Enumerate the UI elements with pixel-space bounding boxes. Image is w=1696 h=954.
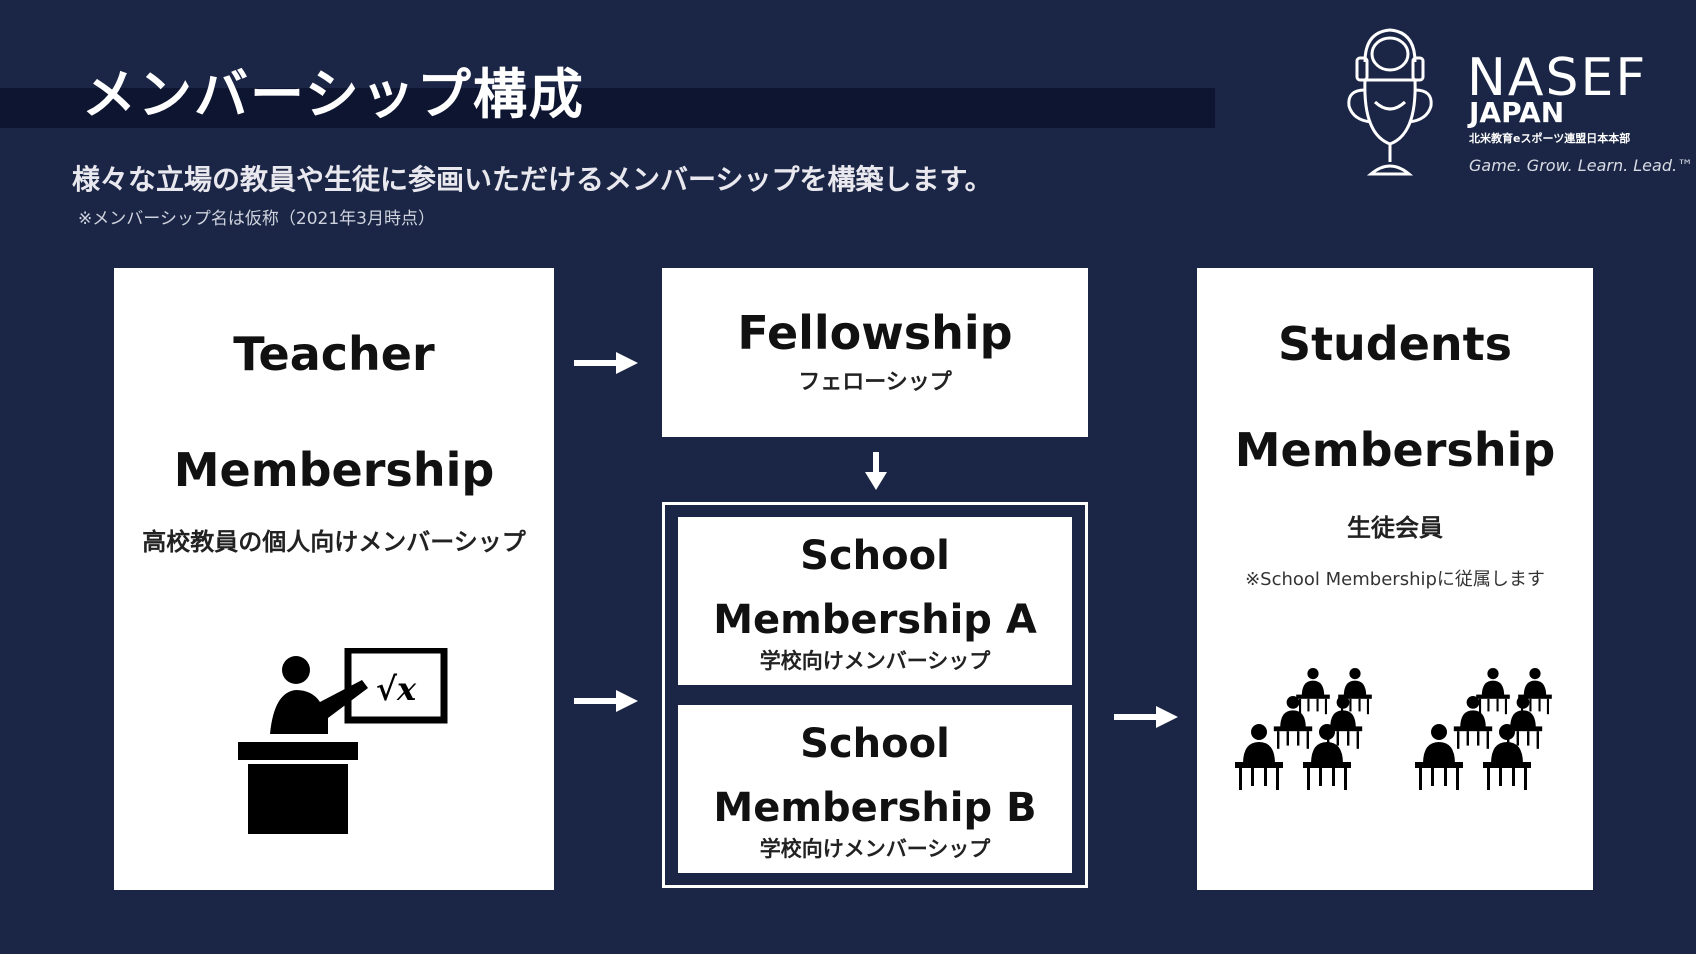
arrow-teacher-to-school bbox=[574, 690, 638, 712]
nasef-logo: NASEF JAPAN 北米教育eスポーツ連盟日本本部 Game. Grow. … bbox=[1335, 24, 1693, 184]
fellowship-desc: フェローシップ bbox=[798, 370, 952, 395]
logo-name: NASEF bbox=[1467, 48, 1648, 108]
fellowship-name: Fellowship bbox=[737, 306, 1013, 360]
classroom-students-icon bbox=[1235, 668, 1552, 790]
school-membership-a-desc: 学校向けメンバーシップ bbox=[759, 649, 991, 673]
page-title: メンバーシップ構成 bbox=[82, 63, 585, 126]
school-membership-b-box: School Membership B 学校向けメンバーシップ bbox=[678, 705, 1072, 873]
arrow-teacher-to-fellowship bbox=[574, 352, 638, 374]
trophy-headset-icon bbox=[1347, 28, 1433, 176]
students-membership-box: Students Membership 生徒会員 ※School Members… bbox=[1197, 268, 1593, 890]
school-membership-a-box: School Membership A 学校向けメンバーシップ bbox=[678, 517, 1072, 685]
students-membership-name-line2: Membership bbox=[1234, 423, 1556, 477]
title-band bbox=[0, 88, 1215, 128]
arrow-fellowship-to-school bbox=[865, 452, 887, 490]
school-membership-b-name-line2: Membership B bbox=[713, 785, 1037, 831]
logo-tagline: Game. Grow. Learn. Lead.™ bbox=[1469, 156, 1694, 175]
logo-country: JAPAN bbox=[1469, 96, 1565, 129]
logo-org-name: 北米教育eスポーツ連盟日本本部 bbox=[1469, 132, 1631, 145]
students-membership-desc: 生徒会員 bbox=[1347, 514, 1443, 542]
students-membership-name-line1: Students bbox=[1277, 317, 1513, 371]
school-membership-group: School Membership A 学校向けメンバーシップ School M… bbox=[662, 502, 1088, 888]
page-subtitle: 様々な立場の教員や生徒に参画いただけるメンバーシップを構築します。 bbox=[72, 163, 993, 196]
membership-name-note: ※メンバーシップ名は仮称（2021年3月時点） bbox=[78, 209, 435, 229]
school-membership-b-name-line1: School bbox=[800, 721, 950, 767]
teacher-membership-desc: 高校教員の個人向けメンバーシップ bbox=[142, 528, 526, 556]
teacher-membership-name-line1: Teacher bbox=[233, 327, 435, 381]
school-membership-a-name-line2: Membership A bbox=[713, 597, 1037, 643]
teacher-membership-box: Teacher Membership 高校教員の個人向けメンバーシップ √x bbox=[114, 268, 554, 890]
teacher-icon: √x bbox=[238, 648, 448, 834]
arrow-school-to-students bbox=[1114, 706, 1178, 728]
school-membership-a-name-line1: School bbox=[800, 533, 950, 579]
fellowship-box: Fellowship フェローシップ bbox=[662, 268, 1088, 437]
teacher-membership-name-line2: Membership bbox=[173, 443, 495, 497]
students-membership-note: ※School Membershipに従属します bbox=[1245, 569, 1545, 590]
school-membership-b-desc: 学校向けメンバーシップ bbox=[759, 837, 991, 861]
svg-text:√x: √x bbox=[376, 670, 417, 708]
